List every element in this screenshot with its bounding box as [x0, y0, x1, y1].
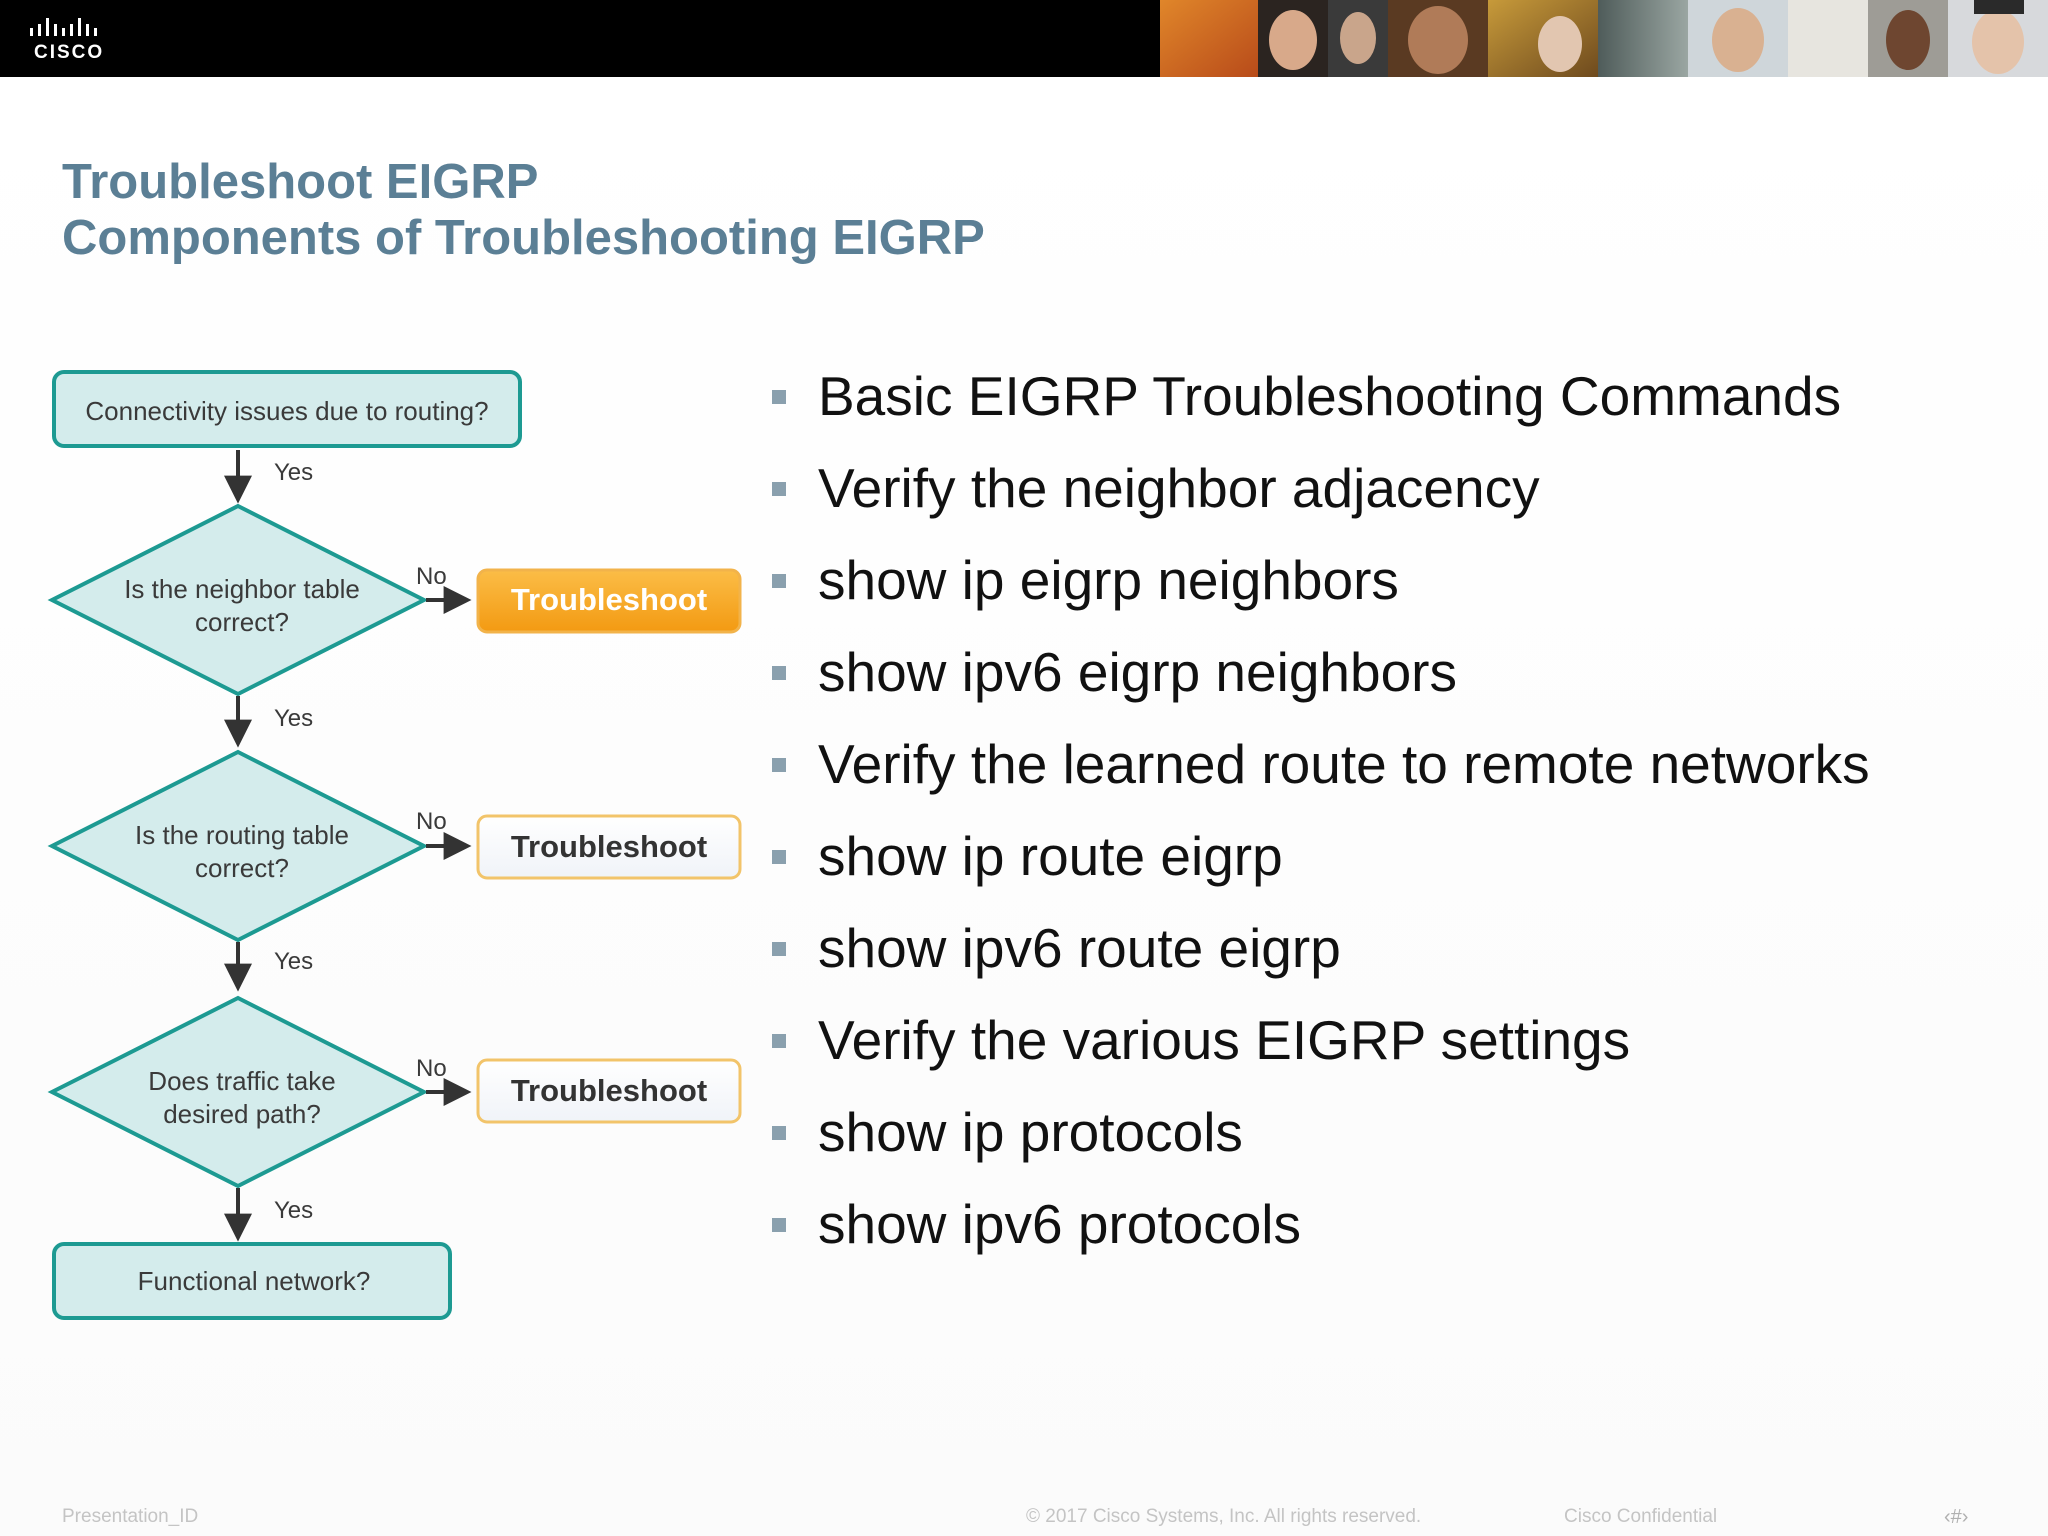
flow-decision-3-line1: Does traffic take [148, 1066, 335, 1096]
flow-decision-1-line2: correct? [195, 607, 289, 637]
footer-confidential: Cisco Confidential [1564, 1506, 1718, 1527]
flow-decision-2-line2: correct? [195, 853, 289, 883]
flow-action-troubleshoot-1 [476, 568, 742, 634]
cisco-logo [30, 18, 97, 36]
flow-end-label: Functional network? [138, 1266, 371, 1296]
flow-action-2-label: Troubleshoot [511, 829, 707, 864]
bullet-text: show ipv6 protocols [818, 1193, 1302, 1255]
flow-decision-traffic-path [47, 995, 429, 1189]
bullet-text: Verify the various EIGRP settings [818, 1009, 1631, 1071]
flow-yes-label-0: Yes [274, 459, 313, 486]
bullet-item: show ip route eigrp [764, 820, 2034, 912]
header-photo-strip [1160, 0, 2048, 77]
slide-subtitle: Components of Troubleshooting EIGRP [62, 211, 985, 265]
flow-action-troubleshoot-3 [476, 1058, 742, 1124]
bullet-item: show ip eigrp neighbors [764, 544, 2034, 636]
troubleshooting-flowchart: Connectivity issues due to routing? Yes … [47, 370, 742, 1320]
flow-action-1-label: Troubleshoot [511, 582, 707, 617]
flow-start-box [52, 370, 522, 448]
bullet-text: show ip route eigrp [818, 825, 1283, 887]
flow-yes-label-1: Yes [274, 705, 313, 732]
flow-start-label: Connectivity issues due to routing? [85, 396, 488, 426]
bullet-item: Verify the neighbor adjacency [764, 452, 2034, 544]
bullet-item: Verify the learned route to remote netwo… [764, 728, 2034, 820]
flow-action-troubleshoot-2 [476, 814, 742, 880]
bullet-text: show ip protocols [818, 1101, 1243, 1163]
bullet-text: show ip eigrp neighbors [818, 549, 1399, 611]
cisco-logo-text: CISCO [34, 42, 105, 63]
flow-action-3-label: Troubleshoot [511, 1073, 707, 1108]
bullet-text: show ipv6 eigrp neighbors [818, 641, 1457, 703]
flow-no-label-1: No [416, 563, 447, 590]
bullet-square-icon [772, 482, 786, 496]
flow-decision-3-line2: desired path? [163, 1099, 321, 1129]
footer-presentation-id: Presentation_ID [62, 1506, 199, 1527]
bullet-text: show ipv6 route eigrp [818, 917, 1341, 979]
bullet-square-icon [772, 1034, 786, 1048]
bullet-text: Verify the learned route to remote netwo… [818, 733, 1870, 795]
bullet-item: show ip protocols [764, 1096, 2034, 1188]
bullet-item: Basic EIGRP Troubleshooting Commands [764, 360, 2034, 452]
slide-title: Troubleshoot EIGRP [62, 155, 539, 209]
bullet-item: show ipv6 protocols [764, 1188, 2034, 1280]
flow-end-box [52, 1242, 452, 1320]
bullet-square-icon [772, 1126, 786, 1140]
flow-decision-routing-table [47, 749, 429, 943]
bullet-item: Verify the various EIGRP settings [764, 1004, 2034, 1096]
bullet-item: show ipv6 eigrp neighbors [764, 636, 2034, 728]
bullet-square-icon [772, 1218, 786, 1232]
flow-decision-1-line1: Is the neighbor table [124, 574, 360, 604]
bullet-square-icon [772, 574, 786, 588]
flow-decision-2-line1: Is the routing table [135, 820, 349, 850]
flow-no-label-3: No [416, 1055, 447, 1082]
flow-yes-label-3: Yes [274, 1197, 313, 1224]
bullet-square-icon [772, 666, 786, 680]
bullet-square-icon [772, 942, 786, 956]
flow-yes-label-2: Yes [274, 948, 313, 975]
flow-decision-neighbor-table [47, 503, 429, 697]
bullet-text: Basic EIGRP Troubleshooting Commands [818, 365, 1842, 427]
bullet-square-icon [772, 390, 786, 404]
bullet-item: show ipv6 route eigrp [764, 912, 2034, 1004]
bullet-square-icon [772, 850, 786, 864]
top-bar: CISCO [0, 0, 2048, 77]
footer-page-number: ‹#› [1944, 1506, 1969, 1528]
command-bullet-list: Basic EIGRP Troubleshooting Commands Ver… [764, 360, 2034, 1280]
bullet-square-icon [772, 758, 786, 772]
footer-copyright: © 2017 Cisco Systems, Inc. All rights re… [1026, 1506, 1422, 1527]
bullet-text: Verify the neighbor adjacency [818, 457, 1540, 519]
flow-no-label-2: No [416, 808, 447, 835]
